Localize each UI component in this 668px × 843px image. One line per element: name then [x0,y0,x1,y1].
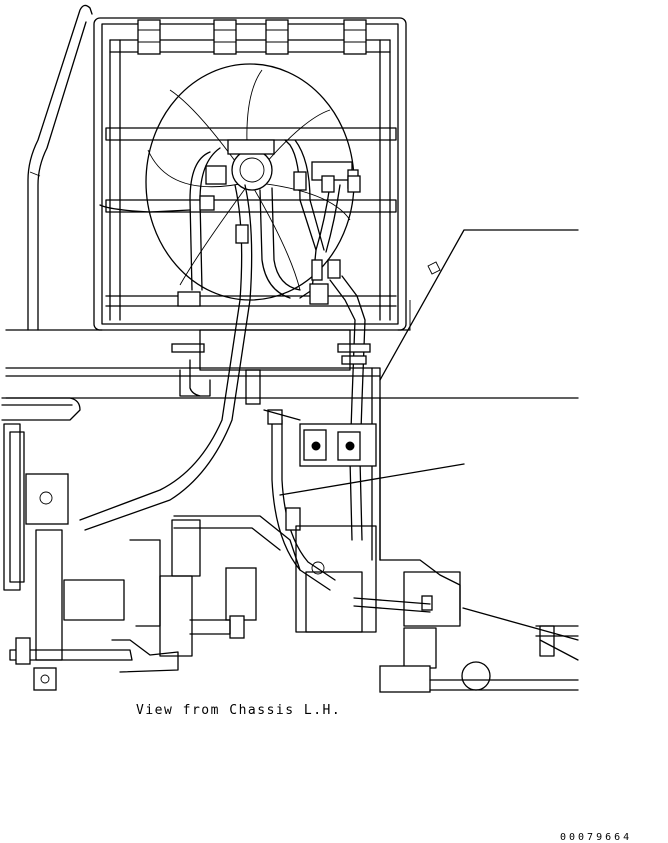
lower-left-assembly [3,423,193,691]
fan-motor [205,139,359,191]
lower-center-assembly [171,507,377,639]
document-number: 00079664 [560,832,633,843]
hoses [79,139,366,591]
lower-right-assembly [353,559,579,693]
handrail [27,4,93,331]
right-frame-lines [379,300,411,561]
radiator-caps [137,19,367,55]
view-caption: View from Chassis L.H. [136,703,342,718]
valve-block [263,409,377,467]
fittings [171,171,371,425]
